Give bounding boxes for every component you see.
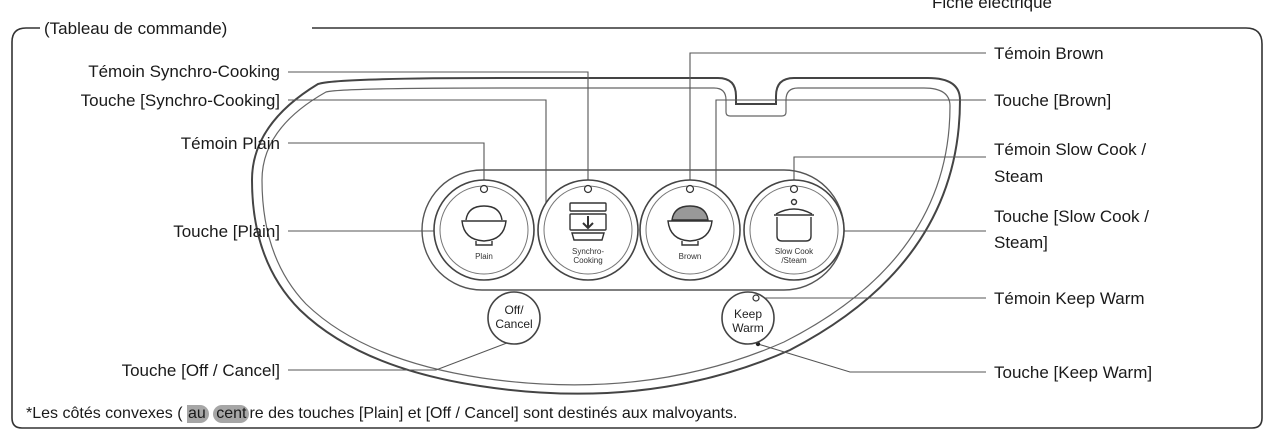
brown-button-caption: Brown — [679, 252, 702, 261]
label-off-key: Touche [Off / Cancel] — [122, 361, 280, 380]
synchro-indicator-led — [583, 184, 593, 194]
brown-indicator-led — [685, 184, 695, 194]
panel-title: (Tableau de commande) — [44, 19, 227, 38]
label-brown-key: Touche [Brown] — [994, 91, 1111, 110]
synchro-caption-line1: Synchro- — [572, 247, 604, 256]
label-slow-key-line1: Touche [Slow Cook / — [994, 207, 1149, 226]
rice-bowl-icon — [461, 205, 507, 246]
label-plain-key: Touche [Plain] — [173, 222, 280, 241]
label-synchro-indicator: Témoin Synchro-Cooking — [88, 62, 280, 81]
synchro-caption-line2: Cooking — [573, 256, 602, 265]
off-cancel-button[interactable]: Off/ Cancel — [487, 291, 541, 345]
brown-button[interactable]: Brown — [639, 179, 741, 281]
slow-cook-steam-button[interactable]: Slow Cook /Steam — [743, 179, 845, 281]
plain-indicator-led — [479, 184, 489, 194]
footnote-part1: *Les côtés convexes ( — [26, 405, 187, 422]
slow-cook-indicator-led — [789, 184, 799, 194]
keep-warm-caption-line1: Keep — [734, 307, 762, 321]
off-cancel-caption-line2: Cancel — [495, 317, 532, 331]
label-brown-indicator: Témoin Brown — [994, 44, 1104, 63]
slow-cook-caption-line2: /Steam — [781, 256, 807, 265]
footnote-part5: re des touches [Plain] et [Off / Cancel]… — [249, 405, 738, 422]
slow-cook-caption-line1: Slow Cook — [775, 247, 814, 256]
outer-frame — [11, 27, 1263, 429]
keep-warm-button[interactable]: Keep Warm — [721, 291, 775, 345]
label-synchro-key: Touche [Synchro-Cooking] — [81, 91, 280, 110]
cooking-pot-icon — [774, 198, 814, 242]
leader-lines-right — [689, 52, 986, 373]
label-slow-indicator-line1: Témoin Slow Cook / — [994, 140, 1146, 159]
power-plug-label: Fiche électrique — [932, 0, 1052, 12]
off-cancel-caption-line1: Off/ — [504, 303, 524, 317]
footnote-highlight-2: cent — [213, 405, 250, 423]
leader-lines-left — [288, 71, 589, 371]
synchro-cooking-button[interactable]: Synchro- Cooking — [537, 179, 639, 281]
label-keepwarm-indicator: Témoin Keep Warm — [994, 289, 1145, 308]
panel-outline — [250, 77, 962, 395]
keep-warm-caption-line2: Warm — [732, 321, 764, 335]
label-slow-indicator-line2: Steam — [994, 167, 1043, 186]
keep-warm-indicator-led — [752, 294, 760, 302]
footnote-highlight-1: au — [186, 405, 209, 423]
label-keepwarm-key: Touche [Keep Warm] — [994, 363, 1152, 382]
plain-button-caption: Plain — [475, 252, 493, 261]
label-slow-key-line2: Steam] — [994, 233, 1048, 252]
brown-rice-bowl-icon — [667, 205, 713, 246]
label-plain-indicator: Témoin Plain — [181, 134, 280, 153]
stacked-pots-icon — [569, 202, 607, 241]
plain-button[interactable]: Plain — [433, 179, 535, 281]
